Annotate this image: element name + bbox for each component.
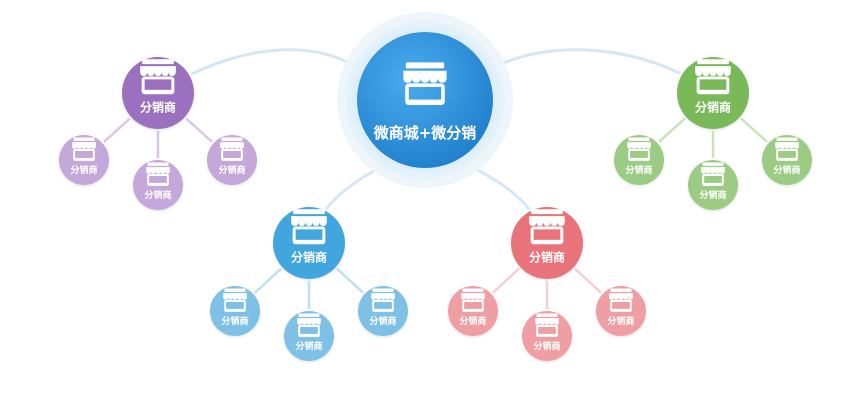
distributor-groups: 分销商分销商分销商分销商分销商分销商分销商分销商分销商分销商分销商分销商分销商分… [57, 55, 814, 363]
hub-label: 微商城+微分销 [373, 124, 477, 142]
sub-distributor-red-1-label: 分销商 [533, 340, 560, 352]
sub-distributor-purple-2: 分销商 [205, 133, 259, 187]
sub-distributor-green-0-label: 分销商 [625, 164, 652, 176]
sub-distributor-green-1-label: 分销商 [699, 189, 726, 201]
sub-distributor-red-2: 分销商 [594, 284, 648, 338]
hub-node: 微商城+微分销 [337, 12, 513, 188]
sub-distributor-green-0: 分销商 [612, 133, 666, 187]
sub-distributor-red-1: 分销商 [520, 309, 574, 363]
sub-distributor-red-0: 分销商 [446, 284, 500, 338]
sub-distributor-red-0-label: 分销商 [459, 315, 486, 327]
distributor-purple-label: 分销商 [140, 100, 176, 115]
distributor-blue-label: 分销商 [291, 250, 327, 265]
sub-distributor-blue-0: 分销商 [208, 284, 262, 338]
distributor-purple: 分销商 [120, 55, 196, 131]
distributor-red-label: 分销商 [529, 250, 565, 265]
sub-distributor-red-2-label: 分销商 [607, 315, 634, 327]
sub-distributor-green-2: 分销商 [760, 133, 814, 187]
sub-distributor-purple-0: 分销商 [57, 133, 111, 187]
distributor-red: 分销商 [509, 205, 585, 281]
sub-distributor-purple-0-label: 分销商 [70, 164, 97, 176]
distributor-green: 分销商 [675, 55, 751, 131]
sub-distributor-blue-2-label: 分销商 [369, 315, 396, 327]
sub-distributor-blue-1-label: 分销商 [295, 340, 322, 352]
sub-distributor-purple-2-label: 分销商 [218, 164, 245, 176]
distributor-blue: 分销商 [271, 205, 347, 281]
sub-distributor-blue-1: 分销商 [282, 309, 336, 363]
distributor-green-label: 分销商 [695, 100, 731, 115]
sub-distributor-blue-0-label: 分销商 [221, 315, 248, 327]
sub-distributor-green-2-label: 分销商 [773, 164, 800, 176]
sub-distributor-purple-1: 分销商 [131, 158, 185, 212]
sub-distributor-green-1: 分销商 [686, 158, 740, 212]
sub-distributor-blue-2: 分销商 [356, 284, 410, 338]
sub-distributor-purple-1-label: 分销商 [144, 189, 171, 201]
